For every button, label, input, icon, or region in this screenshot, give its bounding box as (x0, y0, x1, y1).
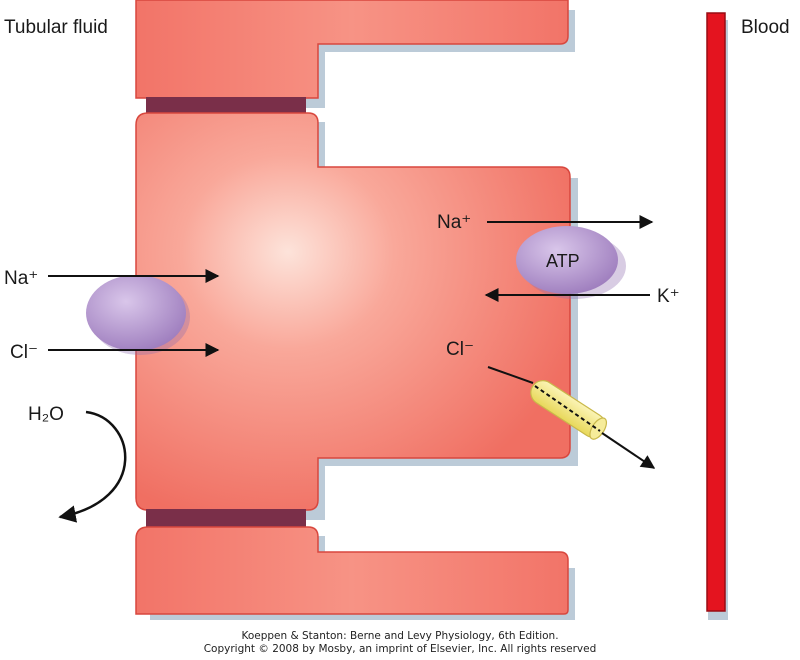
cl-basolateral-arrow-dashed (534, 385, 601, 432)
blood-vessel (706, 12, 726, 612)
tight-junction-lower (146, 509, 306, 527)
tubular-fluid-label: Tubular fluid (4, 17, 108, 38)
caption-line-2: Copyright © 2008 by Mosby, an imprint of… (203, 643, 597, 655)
caption-line-1: Koeppen & Stanton: Berne and Levy Physio… (241, 630, 559, 642)
copyright-caption: Koeppen & Stanton: Berne and Levy Physio… (0, 630, 800, 656)
k-basolateral-label: K⁺ (657, 286, 680, 307)
na-basolateral-label: Na⁺ (437, 212, 471, 233)
blood-label: Blood (741, 17, 790, 38)
cl-apical-label: Cl⁻ (10, 342, 38, 363)
cl-basolateral-arrow-b (601, 432, 656, 469)
tight-junction-upper (146, 97, 306, 114)
apical-cotransporter-body (86, 275, 186, 351)
cl-basolateral-label: Cl⁻ (446, 339, 474, 360)
cl-basolateral-arrow-a (487, 366, 534, 384)
na-k-atpase-pump (516, 226, 618, 294)
lower-epithelial-cell (135, 526, 569, 615)
water-label: H₂O (28, 404, 64, 425)
water-paracellular-arrow (58, 410, 127, 523)
atp-label: ATP (546, 251, 580, 271)
upper-epithelial-cell (135, 0, 569, 99)
main-epithelial-cell (135, 112, 571, 511)
na-apical-label: Na⁺ (4, 268, 38, 289)
